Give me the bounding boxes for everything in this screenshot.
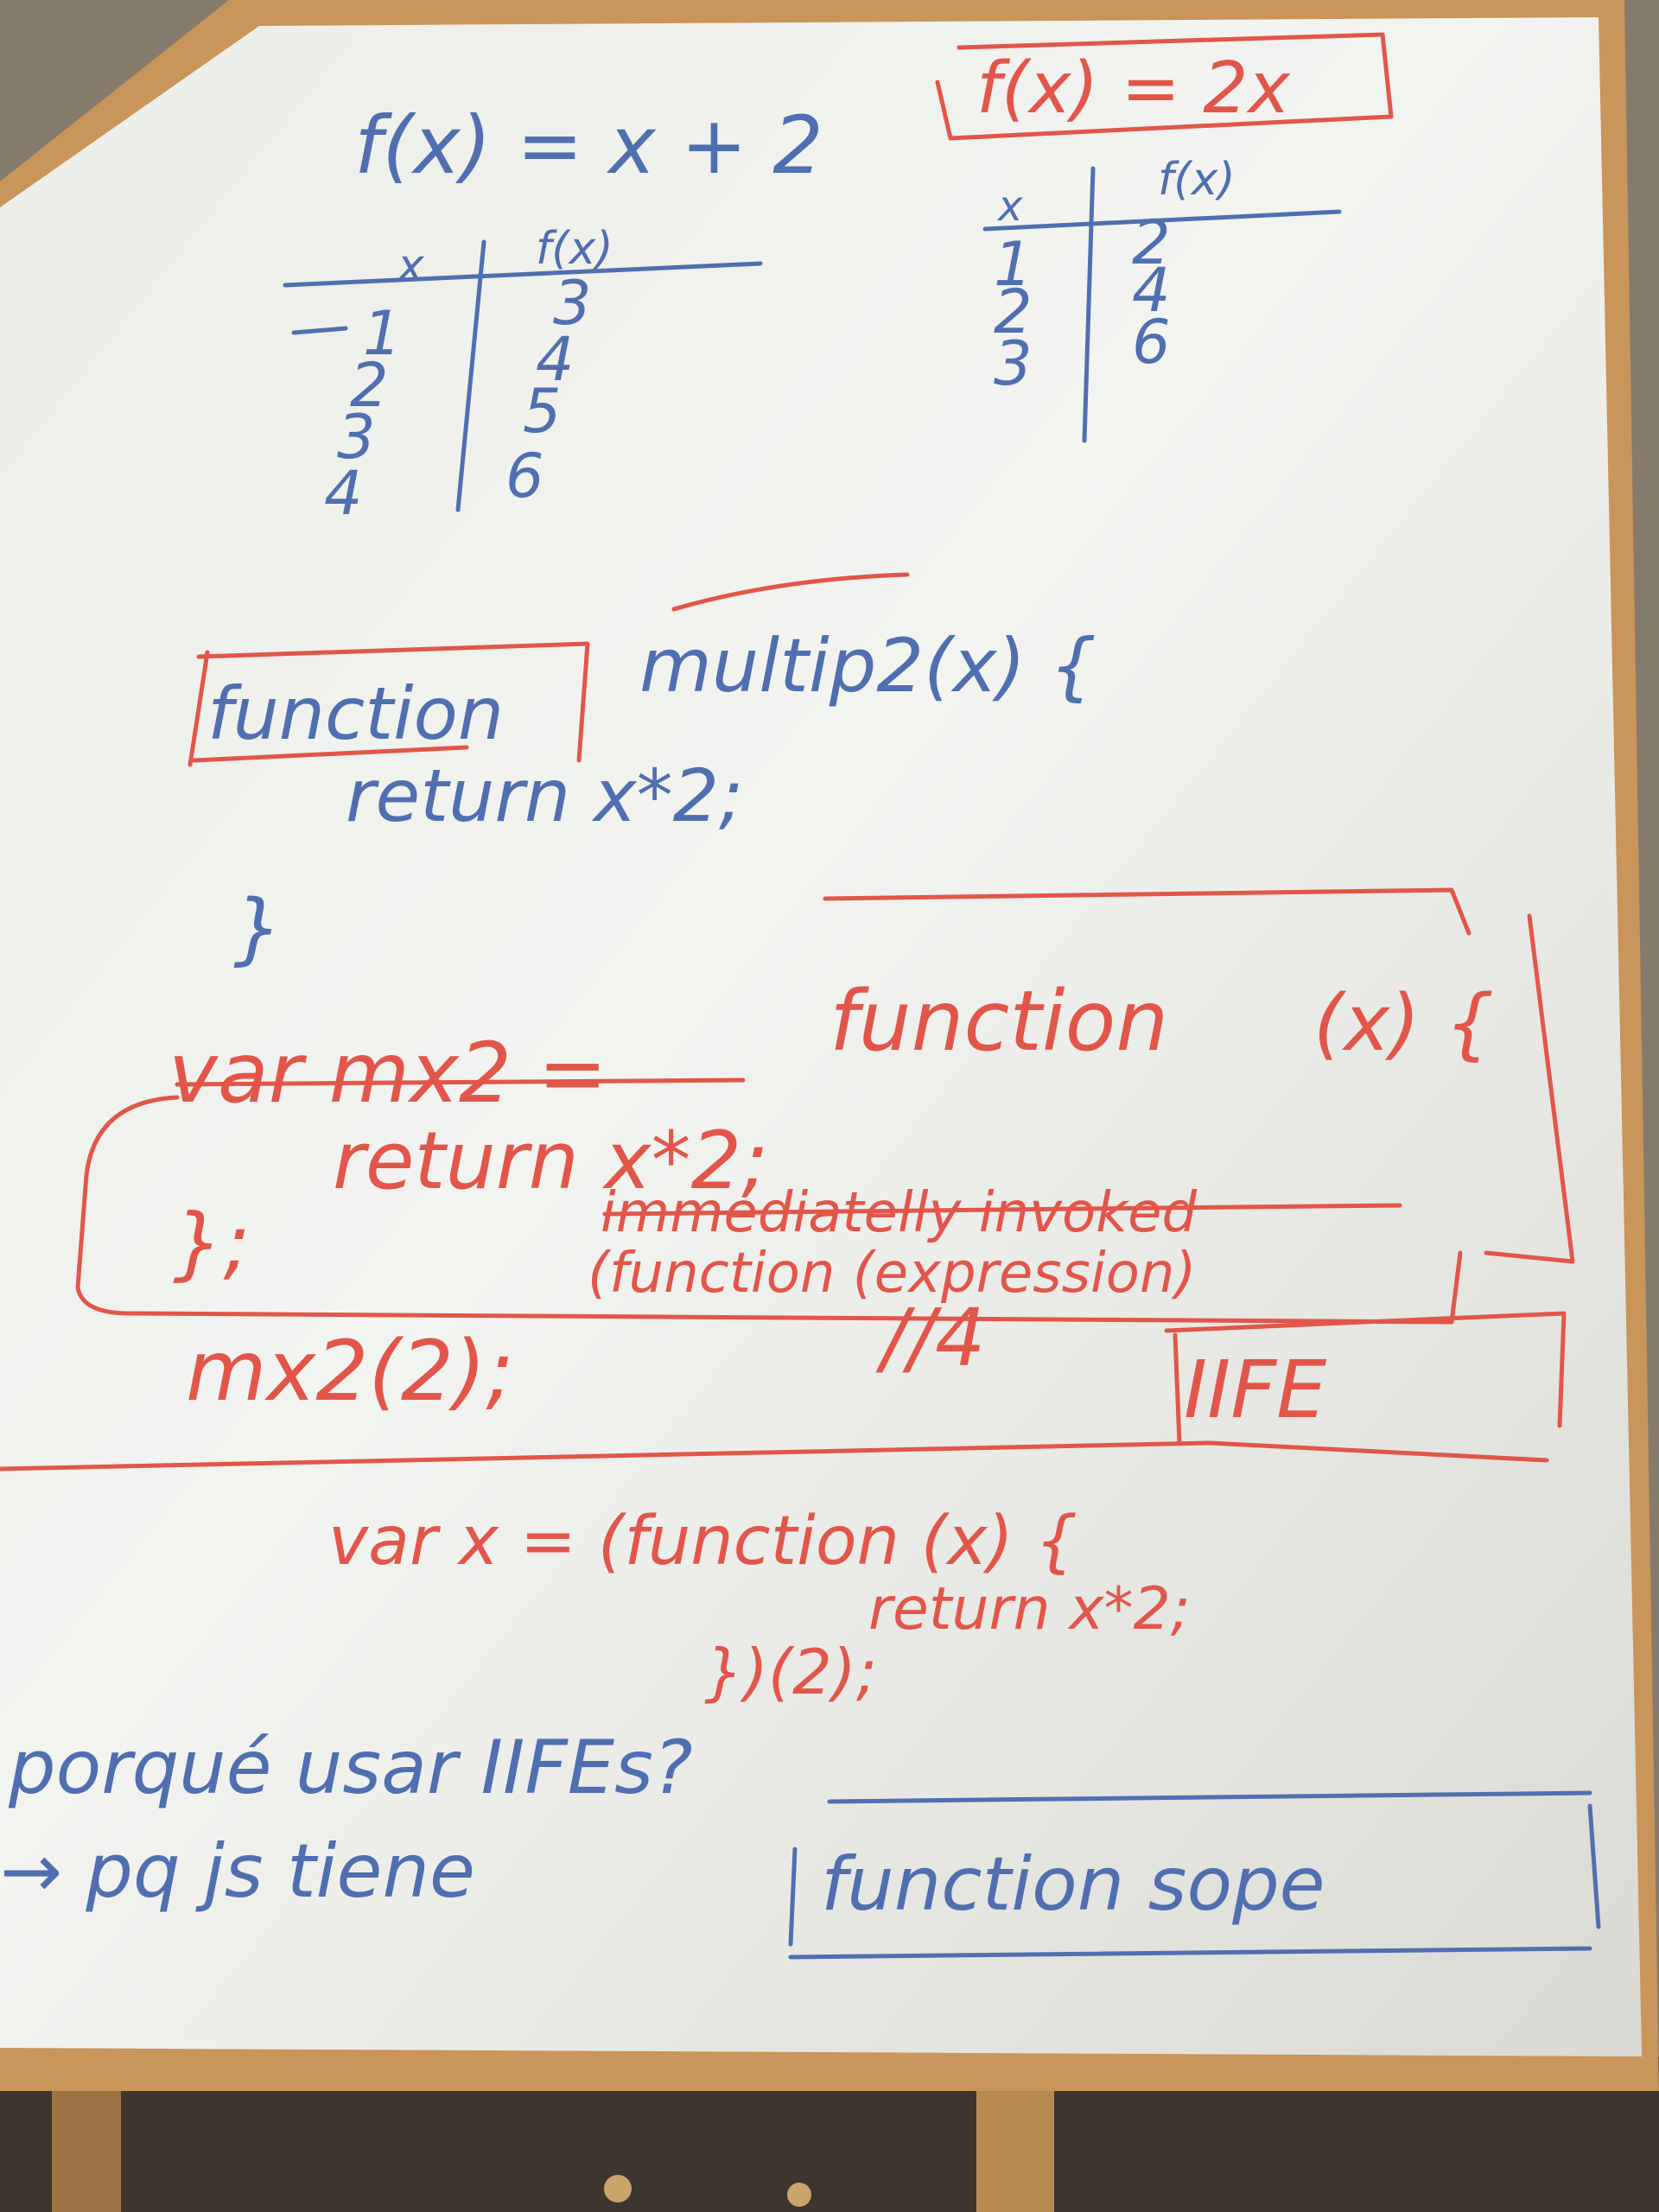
decl-signature: multip2(x) { xyxy=(639,623,1096,709)
table2-x-2: 2 xyxy=(994,276,1033,347)
table1-x-3: 3 xyxy=(337,402,376,473)
function-f2: f(x) = 2x x f(x) 1 2 3 2 4 6 xyxy=(935,32,1394,443)
expr-call: mx2(2); xyxy=(186,1323,514,1420)
equation-f1: f(x) = x + 2 xyxy=(354,99,823,192)
table2-vline xyxy=(1082,166,1096,443)
table2-fx-3: 6 xyxy=(1132,307,1171,378)
table2-x-3: 3 xyxy=(994,328,1033,399)
lhs-underline xyxy=(175,1077,746,1087)
expr-box-top xyxy=(823,887,1471,936)
table1-vline xyxy=(455,239,486,512)
iife-line2: return x*2; xyxy=(868,1575,1191,1643)
expr-comment: //4 xyxy=(875,1292,986,1384)
easel-knob xyxy=(787,2183,811,2207)
table1-fx-4: 6 xyxy=(505,441,544,512)
table2-x-1: 1 xyxy=(994,229,1033,300)
why-question: porqué usar IIFEs? xyxy=(8,1725,693,1811)
acronym: IIFE xyxy=(1184,1344,1326,1436)
note-strike xyxy=(602,1203,1402,1217)
expr-close: }; xyxy=(173,1197,251,1289)
function-declaration: function multip2(x) { return x*2; } xyxy=(188,572,1096,974)
expr-keyword: function xyxy=(830,973,1168,1070)
section-divider xyxy=(0,1440,1549,1471)
decl-body: return x*2; xyxy=(346,753,743,838)
decl-underline xyxy=(671,572,910,612)
table2-fx-2: 4 xyxy=(1132,255,1171,326)
board-glare xyxy=(0,17,1642,2056)
iife-example: var x = (function (x) { return x*2; })(2… xyxy=(328,1503,1191,1708)
expr-lhs: var mx2 = xyxy=(168,1025,607,1122)
why-boxed: function sope xyxy=(821,1841,1325,1928)
expr-params: (x) { xyxy=(1313,978,1494,1069)
table1-x-2: 2 xyxy=(350,350,389,421)
decl-close: } xyxy=(233,883,283,974)
table2-fx-1: 2 xyxy=(1132,207,1171,278)
table1-fx-3: 5 xyxy=(523,376,562,447)
f2-red-box xyxy=(935,32,1394,141)
table1-col-x: x xyxy=(396,240,425,292)
why-iifes: porqué usar IIFEs? → pq js tiene functio… xyxy=(0,1725,1601,1960)
expr-body-box xyxy=(75,1095,1463,1325)
easel-knob xyxy=(604,2175,632,2202)
function-expression: var mx2 = function (x) { return x*2; }; … xyxy=(0,887,1575,1471)
table2-col-fx: f(x) xyxy=(1158,154,1236,206)
keyword-red-box xyxy=(188,641,590,767)
expr-box-right xyxy=(1484,913,1575,1264)
table1-x-1: 1 xyxy=(363,298,402,369)
iife-line3: })(2); xyxy=(704,1636,877,1708)
scope-box xyxy=(788,1803,1601,1960)
function-f1: f(x) = x + 2 x f(x) 1 2 3 4 3 4 5 6 xyxy=(283,99,823,529)
acronym-box xyxy=(1164,1311,1567,1446)
why-answer: → pq js tiene xyxy=(0,1828,475,1915)
table1-fx-1: 3 xyxy=(553,268,592,339)
equation-f2: f(x) = 2x xyxy=(976,48,1291,130)
decl-keyword: function xyxy=(207,671,504,756)
table1-col-fx: f(x) xyxy=(536,223,613,275)
table1-fx-2: 4 xyxy=(536,324,575,395)
table1-hline xyxy=(283,261,763,288)
box-top-line xyxy=(827,1790,1592,1804)
arrow-mark xyxy=(291,326,348,335)
iife-note-line2: (function (expression) xyxy=(588,1242,1196,1306)
iife-line1: var x = (function (x) { xyxy=(328,1503,1077,1580)
table2-hline xyxy=(982,209,1342,232)
expr-body: return x*2; xyxy=(333,1115,768,1207)
table1-x-4: 4 xyxy=(324,458,363,529)
table2-col-x: x xyxy=(996,182,1023,231)
